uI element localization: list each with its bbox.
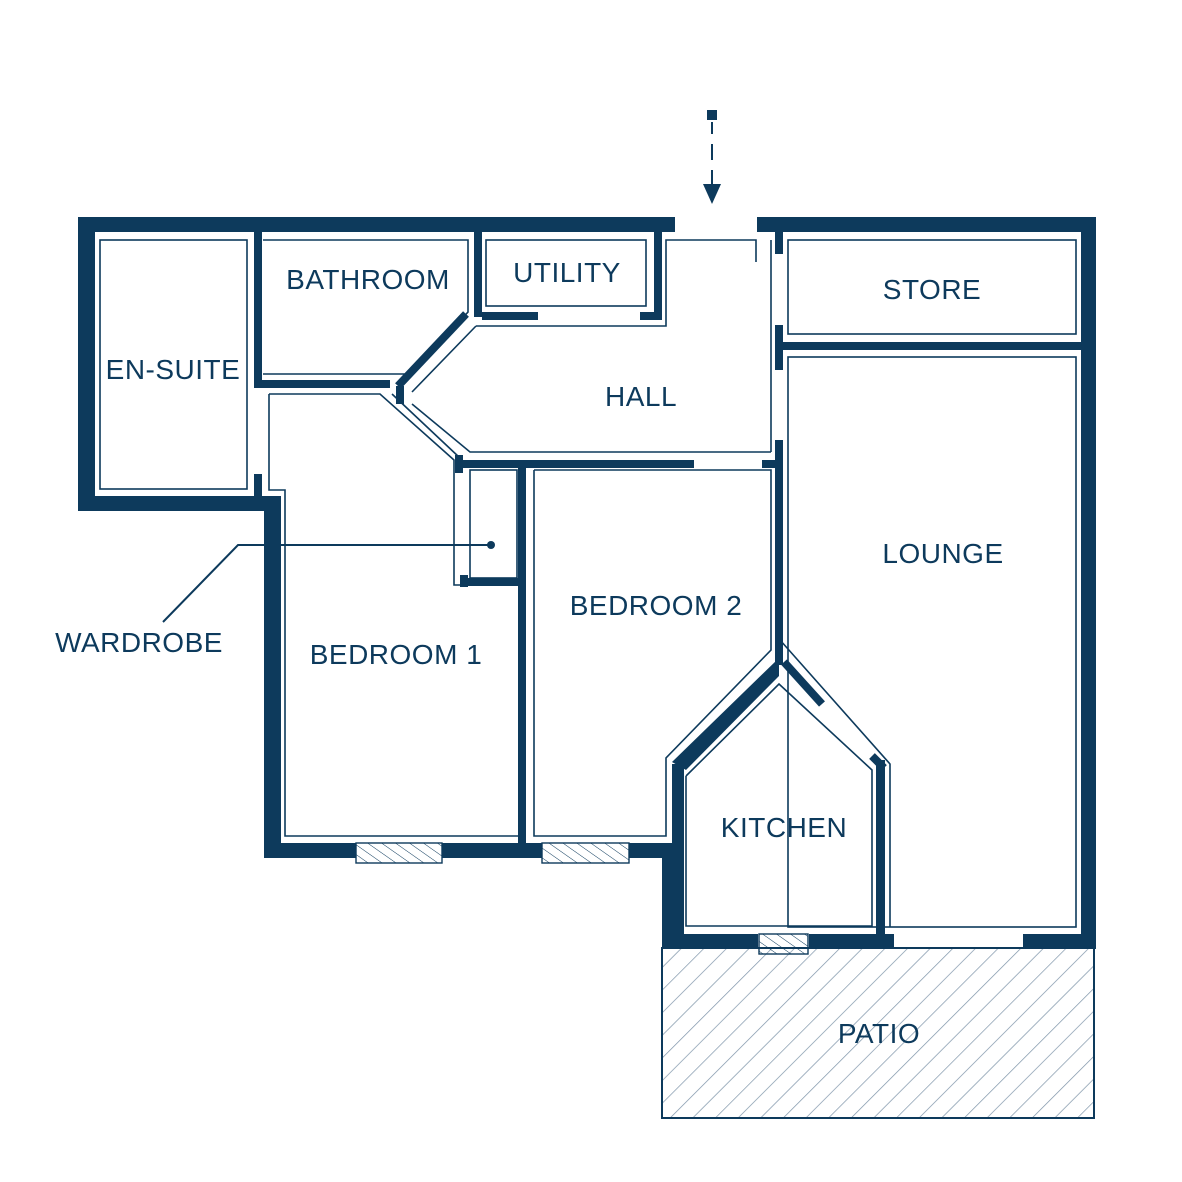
room-label-bathroom: BATHROOM [286,264,450,295]
outer-walls [78,217,1096,949]
callout-label-wardrobe: WARDROBE [55,627,223,658]
room-label-lounge: LOUNGE [882,538,1003,569]
room-label-store: STORE [883,274,981,305]
room-label-patio: PATIO [838,1018,920,1049]
windows [355,842,809,955]
room-label-bedroom-2: BEDROOM 2 [570,590,743,621]
room-label-kitchen: KITCHEN [721,812,847,843]
room-label-bedroom-1: BEDROOM 1 [310,639,483,670]
patio-area [661,947,1095,1119]
room-label-ensuite: EN-SUITE [106,354,241,385]
room-label-utility: UTILITY [513,257,621,288]
internal-walls [99,232,1081,940]
wardrobe-callout-line [162,541,495,623]
entrance-arrow-icon [703,110,721,204]
room-label-hall: HALL [605,381,677,412]
